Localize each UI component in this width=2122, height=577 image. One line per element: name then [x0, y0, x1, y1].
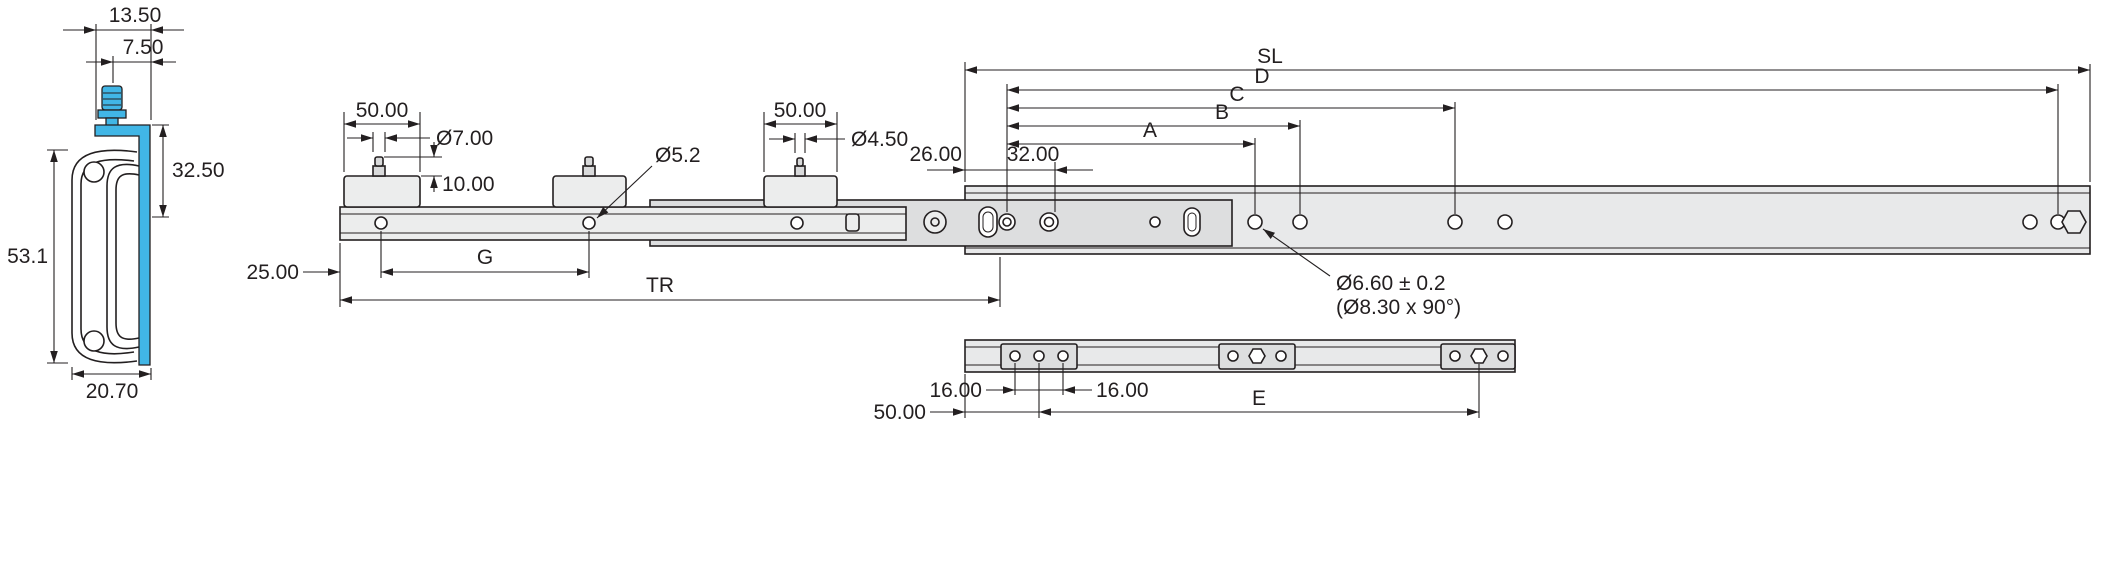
bottom-view-dimensions: 16.00 16.00 50.00 E	[873, 363, 1480, 424]
dim-d: D	[1254, 65, 1269, 88]
plate3-hole-1	[1449, 350, 1461, 362]
dim-pitch-right: 16.00	[1096, 379, 1149, 402]
mounting-bracket-highlight	[94, 85, 151, 366]
dim-sl: SL	[1257, 45, 1283, 68]
dim-front-offset: 25.00	[246, 261, 299, 284]
rear-hex-stop	[2061, 210, 2087, 234]
plate1-hole-3	[1057, 350, 1069, 362]
mount-hole-note-line2: (Ø8.30 x 90°)	[1336, 296, 1461, 319]
inner-hole-2	[582, 216, 596, 230]
dim-end-to-hole1: 26.00	[909, 143, 962, 166]
dim-c: C	[1229, 83, 1244, 106]
inner-hole-3	[790, 216, 804, 230]
pin-middle	[582, 156, 596, 177]
plate2-hole-1	[1227, 350, 1239, 362]
dim-bracket-span-e: E	[1252, 387, 1266, 410]
small-hole	[1149, 216, 1161, 228]
rivet-feature	[923, 210, 947, 234]
dim-b: B	[1215, 101, 1229, 124]
plate1-hole-2	[1033, 350, 1045, 362]
inner-hole-1	[374, 216, 388, 230]
plate2-hole-2	[1275, 350, 1287, 362]
dim-front-pin-dia: Ø7.00	[436, 127, 493, 150]
dim-bracket-pitch-g: G	[477, 246, 493, 269]
dim-hole1-to-hole2: 32.00	[1007, 143, 1060, 166]
dim-top-width: 13.50	[109, 4, 162, 27]
mount-hole-a	[1247, 214, 1263, 230]
dim-a: A	[1143, 119, 1157, 142]
dim-overall-height: 53.1	[7, 245, 48, 268]
latch-tab	[845, 213, 860, 232]
inner-member-section	[106, 163, 140, 350]
plate2-hex-nut	[1248, 348, 1266, 364]
angle-bracket-section	[94, 124, 151, 366]
stud-thread	[101, 85, 123, 111]
mount-hole-note-line1: Ø6.60 ± 0.2	[1336, 272, 1446, 295]
dim-bracket-front-width: 50.00	[356, 99, 409, 122]
mount-hole-d1	[2022, 214, 2038, 230]
dim-end-to-center: 50.00	[873, 401, 926, 424]
bracket-front	[343, 175, 421, 208]
dim-bottom-width: 20.70	[86, 380, 139, 403]
bracket-rear	[763, 175, 838, 208]
mount-hole-2	[1039, 212, 1059, 232]
pin-front	[372, 156, 386, 177]
dim-travel-tr: TR	[646, 274, 674, 297]
plate3-hex-nut	[1470, 348, 1488, 364]
pin-rear	[794, 157, 806, 177]
stud-flange	[97, 109, 127, 119]
mount-hole-b	[1292, 214, 1308, 230]
ball-bottom	[83, 330, 105, 352]
plate1-hole-1	[1009, 350, 1021, 362]
dim-pin-offset: 7.50	[123, 36, 164, 59]
side-view	[339, 156, 2091, 255]
cross-section-dimensions: 13.50 7.50 32.50 53.1 20.70	[7, 4, 224, 403]
slide-profile-section	[71, 149, 140, 364]
dim-front-pin-height: 10.00	[442, 173, 495, 196]
dim-bracket-hole-dia: Ø5.2	[655, 144, 701, 167]
bottom-view	[964, 339, 1516, 373]
dim-flange-height: 32.50	[172, 159, 225, 182]
bracket-middle	[552, 175, 627, 208]
side-view-dimensions: 50.00 Ø7.00 10.00 Ø5.2 50.00 Ø4.50 25.00	[246, 45, 2091, 319]
dim-pitch-left: 16.00	[929, 379, 982, 402]
mount-hole-c	[1447, 214, 1463, 230]
dim-rear-pin-dia: Ø4.50	[851, 128, 908, 151]
vertical-slot	[1183, 207, 1201, 237]
mount-hole-c2	[1497, 214, 1513, 230]
ball-top	[83, 161, 105, 183]
inner-rail	[339, 206, 907, 241]
cross-section-view	[71, 85, 151, 366]
outer-member-section	[71, 149, 138, 364]
plate3-hole-2	[1497, 350, 1509, 362]
mount-hole-1	[998, 213, 1016, 231]
dim-bracket-rear-width: 50.00	[774, 99, 827, 122]
